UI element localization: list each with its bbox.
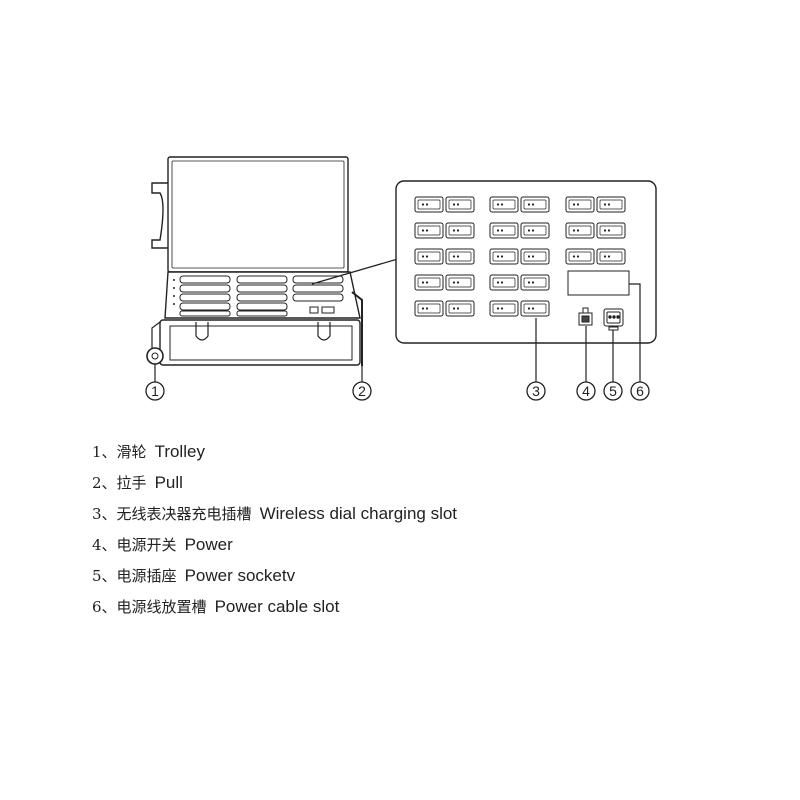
charging-slot — [414, 248, 444, 265]
legend-number: 2、 — [92, 474, 117, 492]
svg-text:1: 1 — [151, 383, 159, 399]
panel-detail — [395, 180, 657, 344]
legend-item-power-cable-slot: 6、电源线放置槽 Power cable slot — [92, 595, 772, 626]
charging-slot — [445, 248, 475, 265]
charging-slot — [445, 222, 475, 239]
charging-slot — [520, 222, 550, 239]
callout-5: 5 — [603, 381, 623, 401]
charging-slot — [445, 300, 475, 317]
legend-label-cn: 电源插座 — [116, 567, 177, 585]
charging-slot — [414, 300, 444, 317]
charging-slot — [414, 222, 444, 239]
charging-slot — [520, 300, 550, 317]
charging-slot — [489, 274, 519, 291]
svg-text:5: 5 — [609, 383, 617, 399]
legend-label-en: Power socketv — [184, 566, 296, 585]
legend-label-cn: 无线表决器充电插槽 — [116, 505, 252, 523]
tray-slots — [179, 275, 344, 317]
legend-label-cn: 电源线放置槽 — [116, 598, 207, 616]
legend-list: 1、滑轮 Trolley 2、拉手 Pull 3、无线表决器充电插槽 Wireless… — [92, 440, 772, 626]
legend-label-cn: 滑轮 — [116, 443, 147, 461]
legend-item-power-socket: 5、电源插座 Power socketv — [92, 564, 772, 595]
power-socket — [603, 308, 624, 331]
charging-slot — [565, 196, 595, 213]
legend-number: 5、 — [92, 567, 117, 585]
svg-text:2: 2 — [358, 383, 366, 399]
legend-label-cn: 电源开关 — [116, 536, 177, 554]
charging-slot — [520, 274, 550, 291]
callout-4: 4 — [576, 381, 596, 401]
callout-3: 3 — [526, 381, 546, 401]
legend-label-en: Power cable slot — [214, 597, 340, 616]
legend-number: 3、 — [92, 505, 117, 523]
svg-text:4: 4 — [582, 383, 590, 399]
callout-lines — [154, 283, 641, 382]
callout-6: 6 — [630, 381, 650, 401]
callout-2: 2 — [352, 381, 372, 401]
legend-label-en: Pull — [154, 473, 183, 492]
charging-slot — [414, 196, 444, 213]
legend-item-charging-slot: 3、无线表决器充电插槽 Wireless dial charging slot — [92, 502, 772, 533]
charging-slot — [414, 274, 444, 291]
charging-slot — [565, 222, 595, 239]
legend-item-pull: 2、拉手 Pull — [92, 471, 772, 502]
legend-label-en: Trolley — [154, 442, 205, 461]
power-switch — [578, 307, 593, 326]
legend-label-en: Wireless dial charging slot — [259, 504, 458, 523]
charging-slot — [596, 222, 626, 239]
charging-slot — [596, 248, 626, 265]
legend-number: 6、 — [92, 598, 117, 616]
charging-slot — [596, 196, 626, 213]
svg-text:6: 6 — [636, 383, 644, 399]
charging-slot — [520, 196, 550, 213]
callout-1: 1 — [145, 381, 165, 401]
product-diagram: 1 2 3 4 5 6 — [145, 156, 657, 401]
svg-text:3: 3 — [532, 383, 540, 399]
legend-number: 4、 — [92, 536, 117, 554]
legend-item-power: 4、电源开关 Power — [92, 533, 772, 564]
legend-label-en: Power — [184, 535, 233, 554]
legend-number: 1、 — [92, 443, 117, 461]
charging-slot — [520, 248, 550, 265]
charging-slot — [445, 274, 475, 291]
charging-slot — [489, 196, 519, 213]
power-cable-slot — [567, 270, 630, 296]
charging-slot — [445, 196, 475, 213]
charging-slot — [489, 222, 519, 239]
charging-slot — [489, 248, 519, 265]
charging-slot — [489, 300, 519, 317]
charging-slot-grid — [414, 196, 626, 317]
legend-item-trolley: 1、滑轮 Trolley — [92, 440, 772, 471]
charging-slot — [565, 248, 595, 265]
charging-case-illustration — [146, 156, 363, 366]
legend-label-cn: 拉手 — [116, 474, 147, 492]
